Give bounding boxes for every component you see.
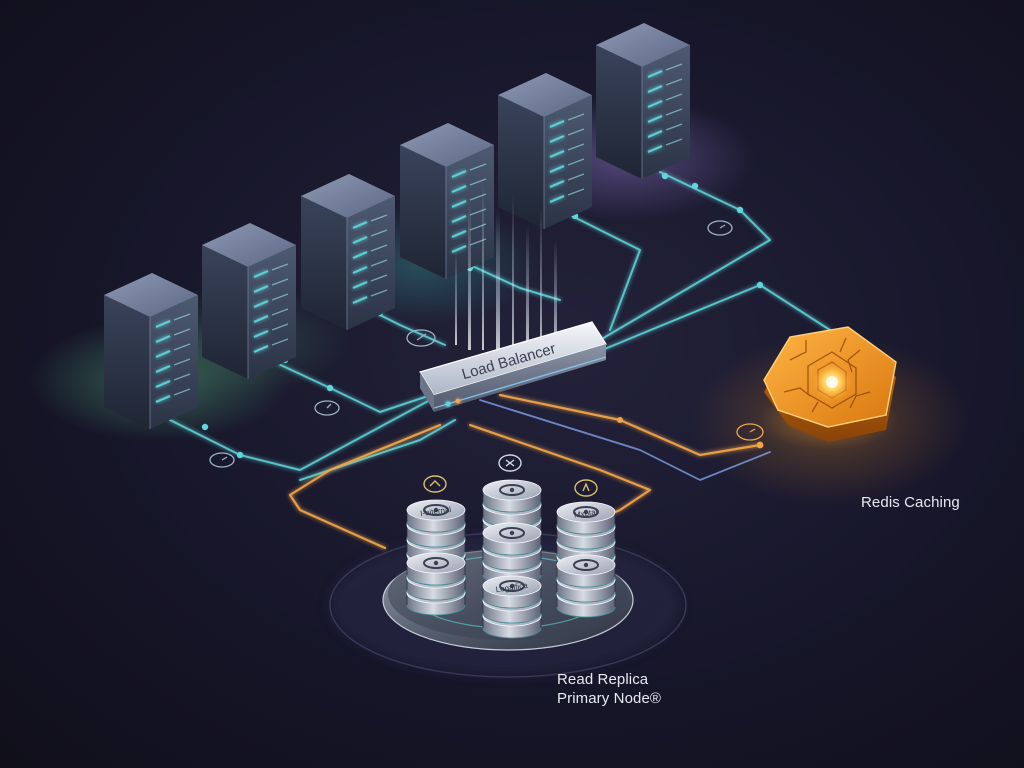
server-racks [104,23,690,429]
primary-node-label: Primary Node® [557,690,662,707]
link-server-2 [269,359,441,413]
light-beams [455,185,557,355]
gauge-icons [209,220,764,468]
link-server-5 [569,214,641,331]
database-icon[interactable] [406,552,466,616]
server-rack-icon[interactable] [400,123,494,279]
link-lb-redis-orange [498,393,762,457]
network-node-icon [498,454,522,472]
server-rack-icon[interactable] [301,174,395,330]
gauge-icon [736,423,764,441]
network-node-icon [574,479,598,497]
link-server-4 [469,264,561,301]
database-icon[interactable] [482,522,542,586]
read-replica-label: Read Replica [557,671,649,688]
link-lb-redis-blue [479,399,771,481]
network-node-icon [423,475,447,493]
gauge-icon [209,452,235,468]
link-server-6 [599,171,771,341]
gauge-icon [314,400,340,416]
redis-cache[interactable] [758,326,898,450]
server-rack-icon[interactable] [104,273,198,429]
load-balancer[interactable]: Load Balancer [419,321,607,412]
server-rack-icon[interactable] [596,23,690,179]
disk-label: Logalfica [495,581,529,594]
disk-label: I-biternal [420,505,452,518]
link-server-1 [169,399,431,471]
disk-label: Mxbtal [573,507,598,519]
server-rack-icon[interactable] [498,73,592,229]
link-db-left [288,423,442,550]
database-icon[interactable]: Logalfica [482,575,542,639]
connection-links [169,171,831,550]
database-icon[interactable] [556,554,616,618]
redis-caching-label: Redis Caching [861,494,960,511]
server-rack-icon[interactable] [202,223,296,379]
gauge-icon [406,329,436,347]
gauge-icon [707,220,733,236]
link-lb-down [299,419,456,481]
